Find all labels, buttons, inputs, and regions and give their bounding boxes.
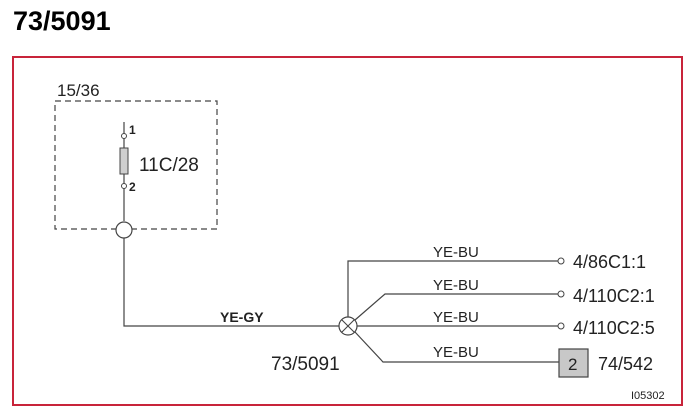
branch-4-destination: 74/542: [598, 354, 653, 374]
branch-1-destination: 4/86C1:1: [573, 252, 646, 272]
pin-2-label: 2: [129, 180, 136, 194]
branch-3-destination: 4/110C2:5: [573, 318, 655, 338]
pin-1-terminal: [121, 133, 127, 139]
pin-2-terminal: [121, 183, 127, 189]
branch-1-terminal: [557, 257, 565, 265]
component-box: [54, 100, 218, 230]
fuse-label: 11C/28: [139, 155, 199, 176]
main-wire: [123, 238, 340, 327]
branch-2-destination: 4/110C2:1: [573, 286, 655, 306]
branch-wire-1: [347, 260, 558, 317]
connector-74-542: [558, 348, 589, 378]
image-reference: I05302: [631, 390, 665, 402]
component-connector: [115, 221, 133, 239]
branch-2-wire-label: YE-BU: [433, 277, 479, 294]
branch-2-terminal: [557, 290, 565, 298]
fuse-symbol: [119, 147, 129, 175]
branch-3-wire-label: YE-BU: [433, 309, 479, 326]
branch-wire-4: [354, 331, 559, 363]
connector-pin-label: 2: [568, 355, 577, 374]
diagram-frame: [12, 56, 683, 406]
branch-1-wire-label: YE-BU: [433, 244, 479, 261]
pin-1-label: 1: [129, 123, 136, 137]
component-label: 15/36: [57, 81, 100, 100]
splice-label: 73/5091: [271, 354, 340, 375]
branch-4-wire-label: YE-BU: [433, 344, 479, 361]
branch-3-terminal: [557, 322, 565, 330]
page-title: 73/5091: [13, 6, 111, 36]
main-wire-label: YE-GY: [220, 309, 264, 325]
branch-wire-2: [354, 293, 558, 321]
splice-cross-2: [341, 319, 355, 333]
